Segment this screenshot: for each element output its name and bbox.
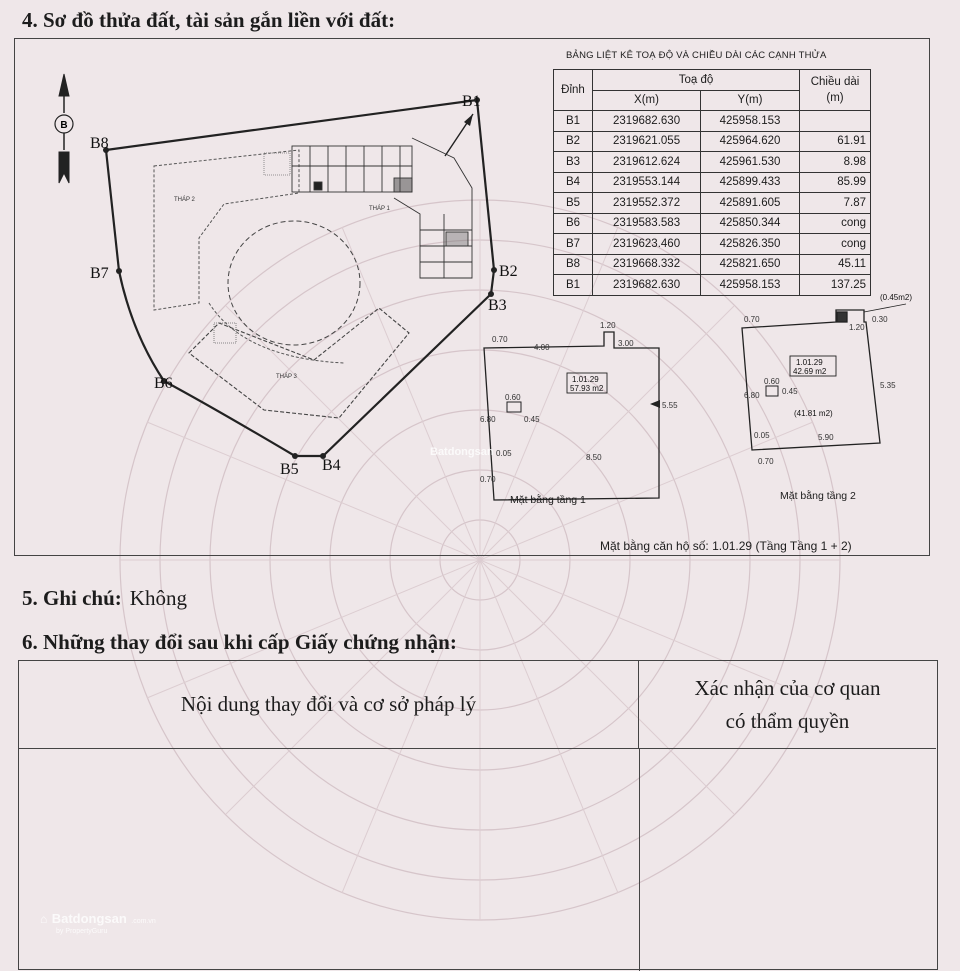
section-5-notes: 5. Ghi chú: Không (22, 586, 187, 611)
tower-3-label: THÁP 3 (276, 373, 298, 380)
watermark-logo: ⌂ Batdongsan .com.vn by PropertyGuru (40, 910, 156, 935)
floor-2-dim: 5.35 (880, 381, 896, 390)
floor-1-label: Mặt bằng tầng 1 (510, 494, 586, 506)
col-length-title: Chiều dài (810, 76, 860, 88)
tower-2-label: THÁP 2 (174, 196, 196, 203)
floor-2-plan (741, 309, 881, 451)
section-5-value: Không (129, 586, 187, 610)
floor-1-plan (483, 331, 660, 501)
floor-2-label: Mặt bằng tầng 2 (780, 490, 856, 502)
section-6-title: 6. Những thay đổi sau khi cấp Giấy chứng… (22, 630, 457, 654)
col-y: Y(m) (700, 89, 800, 111)
floor-2-dim: 0.70 (744, 315, 760, 324)
floor-1-area: 57.93 m2 (570, 384, 604, 393)
changes-col-authority-line2: có thẩm quyền (725, 708, 850, 733)
vertex-label-b2: B2 (499, 263, 518, 280)
col-x: X(m) (591, 89, 702, 111)
floor-2-dim: 0.60 (764, 377, 780, 386)
floor-1-unit-number: 1.01.29 (572, 375, 599, 384)
floor-2-dim: 6.80 (744, 391, 760, 400)
floor-1-dim: 0.70 (492, 335, 508, 344)
changes-table: Nội dung thay đổi và cơ sở pháp lý Xác n… (18, 660, 938, 971)
watermark-brand: Batdongsan (430, 446, 494, 458)
central-plaza-outline (227, 220, 361, 346)
vertex-markers (103, 97, 497, 459)
col-vertex: Đỉnh (553, 69, 593, 111)
floor-1-dim: 6.80 (480, 415, 496, 424)
vertex-label-b1: B1 (462, 93, 481, 110)
changes-column-divider (639, 749, 640, 971)
floor-2-dim: 0.45 (782, 387, 798, 396)
floor-1-dim: 0.60 (505, 393, 521, 402)
floor-1-dim: 8.50 (586, 453, 602, 462)
floor-2-unit-number: 1.01.29 (796, 358, 823, 367)
vertex-label-b3: B3 (488, 297, 507, 314)
vertex-label-b8: B8 (90, 135, 109, 152)
watermark-brand-bottom: Batdongsan (51, 911, 127, 926)
floor-1-dim: 0.05 (496, 449, 512, 458)
floor-2-area: 42.69 m2 (793, 367, 827, 376)
north-arrow-icon (54, 73, 74, 184)
floor-2-dim: 0.70 (758, 457, 774, 466)
vertex-label-b6: B6 (154, 375, 173, 392)
site-plan-drawing: B B1 B2 B3 B4 B5 B6 B7 B8 (54, 73, 912, 501)
floor-1-dim: 5.55 (662, 401, 678, 410)
watermark-domain: .com.vn (131, 918, 156, 925)
changes-col-authority-line1: Xác nhận của cơ quan (694, 675, 881, 700)
vertex-label-b7: B7 (90, 265, 109, 282)
floor-2-sub-area: (41.81 m2) (794, 409, 833, 418)
changes-col-authority-header: Xác nhận của cơ quan có thẩm quyền (639, 661, 936, 749)
coordinate-table-title: BẢNG LIỆT KÊ TOẠ ĐỘ VÀ CHIỀU DÀI CÁC CẠN… (566, 50, 827, 61)
changes-col-content-header: Nội dung thay đổi và cơ sở pháp lý (19, 661, 639, 749)
section-5-label: 5. Ghi chú: (22, 586, 122, 610)
vertex-label-b5: B5 (280, 461, 299, 478)
col-coordinates: Toạ độ (592, 69, 800, 91)
floor-2-dim: 0.30 (872, 315, 888, 324)
floor-1-dim: 3.00 (618, 339, 634, 348)
col-length: Chiều dài (m) (799, 69, 871, 111)
tower-1-units (291, 137, 473, 279)
floor-1-dim: 4.00 (534, 343, 550, 352)
compass-letter: B (60, 120, 67, 131)
floor-1-dim: 1.20 (600, 321, 616, 330)
apartment-plan-caption: Mặt bằng căn hộ số: 1.01.29 (Tầng Tầng 1… (600, 539, 852, 553)
floor-2-extra-area: (0.45m2) (880, 293, 912, 302)
col-length-unit: (m) (826, 92, 844, 104)
site-map-frame (14, 38, 930, 556)
watermark-tagline: by PropertyGuru (56, 928, 108, 935)
floor-2-dim: 5.90 (818, 433, 834, 442)
watermark-house-icon: ⌂ (40, 912, 48, 926)
section-4-title: 4. Sơ đồ thửa đất, tài sản gắn liền với … (22, 8, 396, 32)
vertex-label-b4: B4 (322, 457, 341, 474)
floor-2-dim: 0.05 (754, 431, 770, 440)
floor-1-dim: 0.45 (524, 415, 540, 424)
tower-1-label: THÁP 1 (369, 205, 391, 212)
floor-1-dim: 0.70 (480, 475, 496, 484)
changes-col-content-label: Nội dung thay đổi và cơ sở pháp lý (180, 692, 477, 716)
tower-3-outline (188, 307, 410, 419)
floor-2-dim: 1.20 (849, 323, 865, 332)
tower-2-outline (153, 149, 300, 311)
